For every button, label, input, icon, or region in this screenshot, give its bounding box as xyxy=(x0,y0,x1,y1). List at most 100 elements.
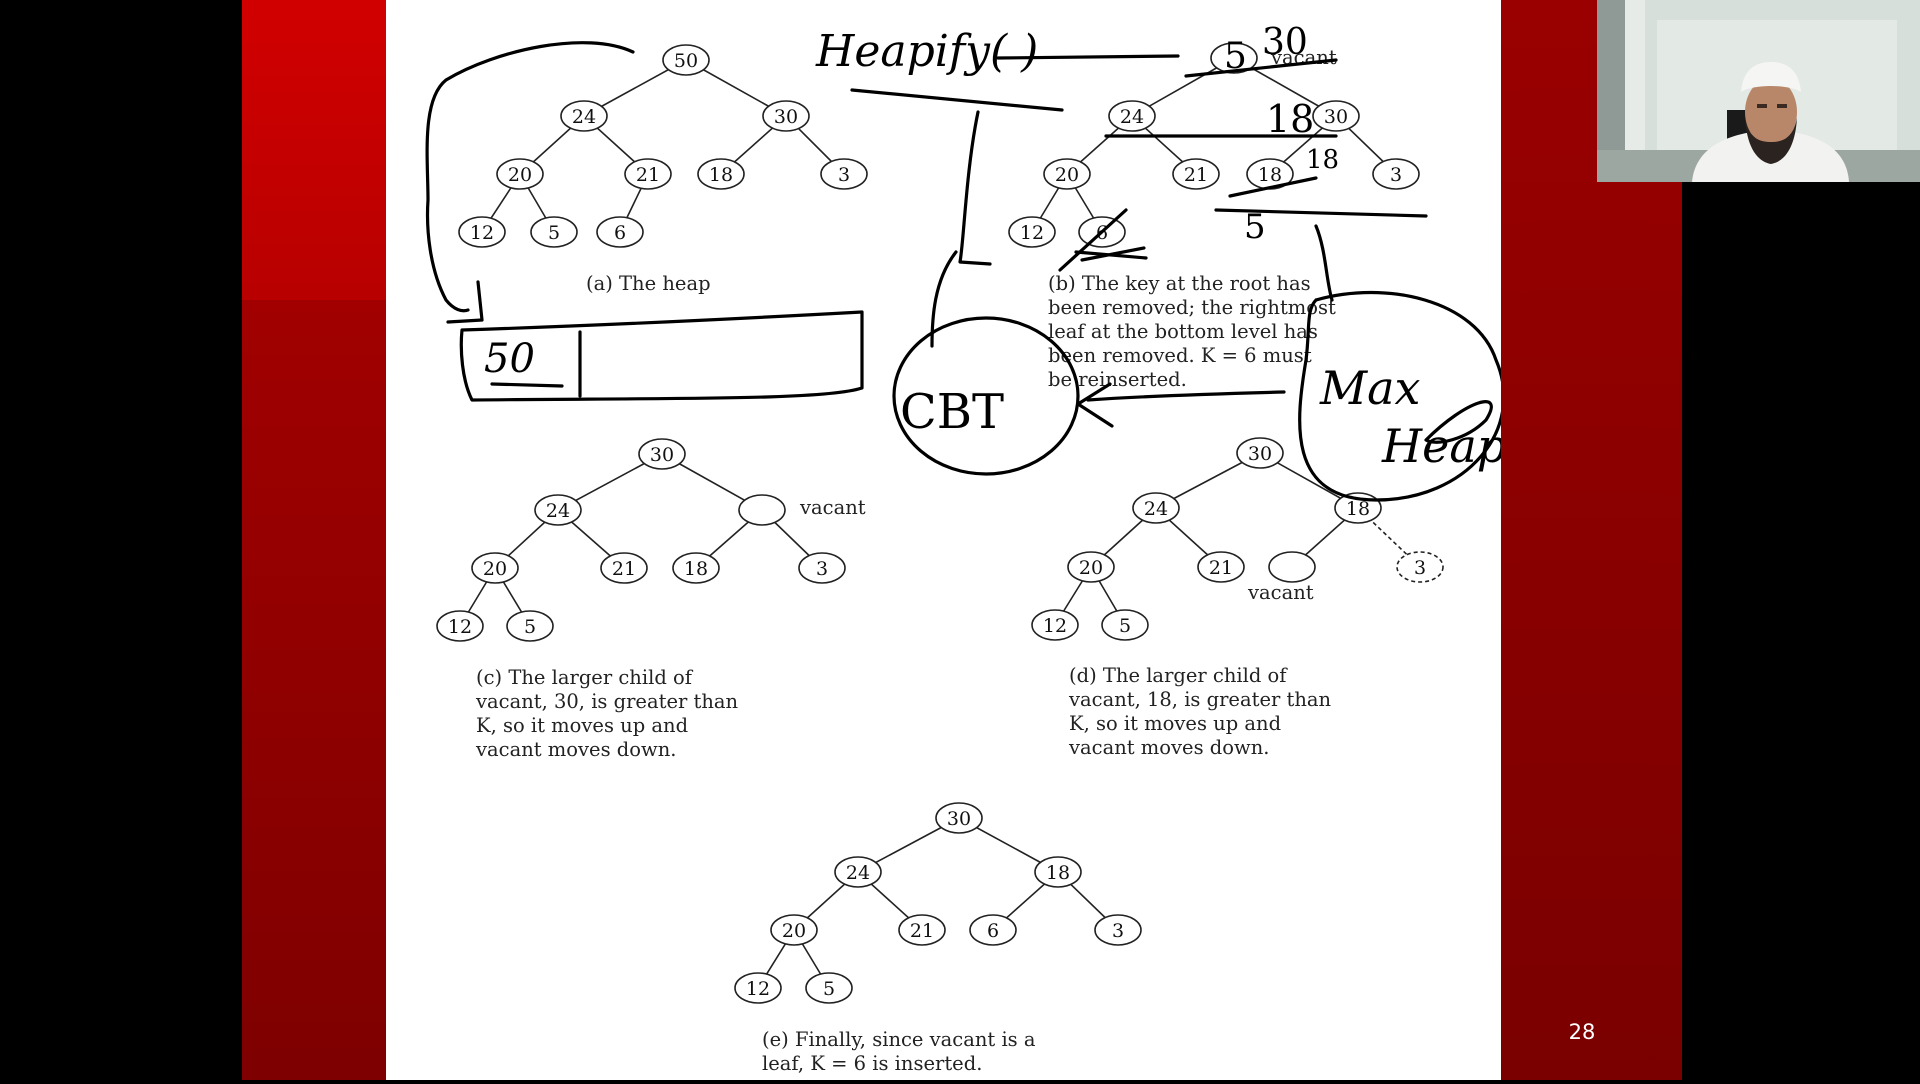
node-value: 20 xyxy=(483,558,507,580)
heap-node: 5 xyxy=(1101,609,1149,641)
figure-a-caption: (a) The heap xyxy=(586,272,711,295)
figure-d-tree xyxy=(1054,452,1421,626)
webcam-feed xyxy=(1597,0,1920,182)
heap-node: 24 xyxy=(1108,100,1156,132)
ink-number: 5 xyxy=(1244,207,1266,247)
caption-line: been removed. K = 6 must xyxy=(1048,344,1312,367)
heap-node: 20 xyxy=(1067,551,1115,583)
node-value: 12 xyxy=(448,616,472,638)
webcam-image xyxy=(1597,0,1920,182)
heap-node: 6 xyxy=(596,216,644,248)
heap-node: 12 xyxy=(1008,216,1056,248)
node-value: 12 xyxy=(746,978,770,1000)
heap-node: 5 xyxy=(805,972,853,1004)
node-value: 18 xyxy=(1346,498,1370,520)
slide-page: 50 24 30 20 21 18 3 12 5 6 (a) The heap xyxy=(386,0,1506,1080)
figure-e-caption: (e) Finally, since vacant is a leaf, K =… xyxy=(762,1028,1036,1075)
ink-cbt-link xyxy=(930,250,958,348)
caption-line: been removed; the rightmost xyxy=(1048,296,1336,319)
node-value: 12 xyxy=(470,222,494,244)
caption-line: K, so it moves up and xyxy=(476,714,688,737)
ink-cbt-circle xyxy=(892,316,1080,476)
node-value: 3 xyxy=(1390,164,1402,186)
heap-node: 30 xyxy=(1312,100,1360,132)
vacant-node xyxy=(1210,42,1258,74)
ink-number: 18 xyxy=(1306,145,1339,175)
node-value: 5 xyxy=(548,222,560,244)
heap-node: 18 xyxy=(672,552,720,584)
node-value: 30 xyxy=(650,444,674,466)
node-value: 18 xyxy=(709,164,733,186)
vacant-label: vacant xyxy=(1247,581,1314,604)
node-value: 50 xyxy=(674,50,698,72)
figure-b-nodes: vacant 24 30 20 21 18 3 12 6 xyxy=(1008,42,1420,248)
node-value: 6 xyxy=(614,222,626,244)
node-value: 24 xyxy=(546,500,570,522)
heap-node: 20 xyxy=(770,914,818,946)
ink-strike xyxy=(1214,176,1428,218)
heap-node: 6 xyxy=(969,914,1017,946)
heap-node: 50 xyxy=(662,44,710,76)
ink-arrow xyxy=(1076,382,1286,428)
node-value: 30 xyxy=(1324,106,1348,128)
figure-a-nodes: 50 24 30 20 21 18 3 12 5 6 xyxy=(458,44,868,248)
caption-line: be reinserted. xyxy=(1048,368,1187,391)
figure-c-tree xyxy=(459,453,823,627)
figure-d-nodes: 30 24 18 20 21 vacant 3 12 5 xyxy=(1031,437,1444,641)
caption-line: vacant, 18, is greater than xyxy=(1068,688,1332,711)
node-value: 12 xyxy=(1020,222,1044,244)
ink-heapify: Heapify( ) xyxy=(815,26,1038,77)
caption-line: K, so it moves up and xyxy=(1069,712,1281,735)
heap-node: 30 xyxy=(638,438,686,470)
node-value: 3 xyxy=(1112,920,1124,942)
heap-node: 3 xyxy=(820,158,868,190)
heap-node: 12 xyxy=(1031,609,1079,641)
ink-heapify-arrow xyxy=(996,54,1180,60)
caption-line: (c) The larger child of xyxy=(476,666,694,689)
ink-link xyxy=(1314,224,1334,302)
vacant-node xyxy=(738,494,786,526)
node-value: 24 xyxy=(1120,106,1144,128)
node-value: 21 xyxy=(1184,164,1208,186)
ink-bracket xyxy=(425,41,635,313)
heap-node: 30 xyxy=(1236,437,1284,469)
ink-max-label: Max xyxy=(1319,361,1421,415)
heap-node: 30 xyxy=(935,802,983,834)
heap-node: 21 xyxy=(600,552,648,584)
node-value: 21 xyxy=(612,558,636,580)
node-value: 30 xyxy=(774,106,798,128)
figure-b-caption: (b) The key at the root has been removed… xyxy=(1048,272,1336,391)
caption-line: vacant moves down. xyxy=(475,738,676,761)
heap-node: 20 xyxy=(1043,158,1091,190)
node-value: 5 xyxy=(524,616,536,638)
ink-number: 5 xyxy=(1224,36,1247,77)
node-value: 24 xyxy=(1144,498,1168,520)
ink-crossout xyxy=(1058,208,1148,272)
ink-array-value: 50 xyxy=(484,336,535,382)
heap-node: 30 xyxy=(762,100,810,132)
heap-node: 21 xyxy=(898,914,946,946)
heap-node: 24 xyxy=(534,494,582,526)
node-value: 5 xyxy=(823,978,835,1000)
node-value: 24 xyxy=(572,106,596,128)
ink-heap-label: Heap xyxy=(1381,419,1501,473)
node-value: 18 xyxy=(684,558,708,580)
heap-node: 12 xyxy=(734,972,782,1004)
node-value: 21 xyxy=(636,164,660,186)
heap-node: 24 xyxy=(560,100,608,132)
node-value: 30 xyxy=(1248,443,1272,465)
node-value: 3 xyxy=(816,558,828,580)
node-value: 3 xyxy=(1414,557,1426,579)
node-value: 6 xyxy=(987,920,999,942)
caption-line: vacant, 30, is greater than xyxy=(475,690,739,713)
figure-c-caption: (c) The larger child of vacant, 30, is g… xyxy=(475,666,739,761)
caption-line: (d) The larger child of xyxy=(1069,664,1288,687)
caption-line: (b) The key at the root has xyxy=(1048,272,1311,295)
node-value: 5 xyxy=(1119,615,1131,637)
caption-line: leaf, K = 6 is inserted. xyxy=(762,1052,982,1075)
node-value: 20 xyxy=(782,920,806,942)
heap-node: 5 xyxy=(506,610,554,642)
caption-line: leaf at the bottom level has xyxy=(1048,320,1318,343)
node-value: 20 xyxy=(1055,164,1079,186)
